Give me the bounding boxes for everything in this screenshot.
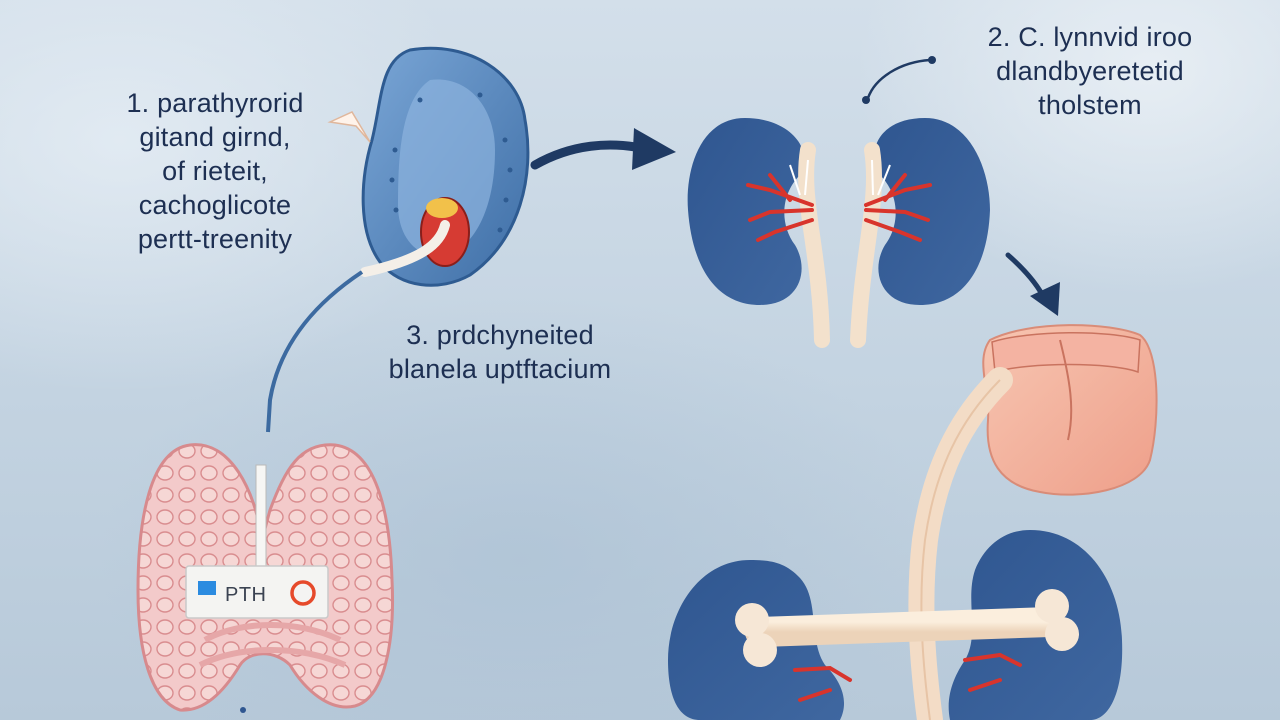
step-1-line-1: 1. parathyrorid <box>126 88 304 118</box>
step-1-line-4: cachoglicote <box>138 190 292 220</box>
step-3-label: 3. prdchyneited blanela uptftacium <box>330 318 670 386</box>
arrow-icon <box>530 128 676 170</box>
pointer-icon <box>327 111 371 143</box>
step-1-line-5: pertt-treenity <box>137 224 293 254</box>
step-2-line-3: tholstem <box>1038 90 1142 120</box>
step-1-line-3: of rieteit, <box>162 156 268 186</box>
arrow-icon <box>1005 252 1060 316</box>
connector-line <box>266 270 364 433</box>
parathyroid-gland-icon <box>360 46 530 287</box>
step-2-label: 2. C. lynnvid iroo dlandbyeretetid thols… <box>950 20 1230 122</box>
intestine-icon <box>908 324 1158 720</box>
thyroid-icon <box>136 443 394 713</box>
bone-icon <box>735 589 1079 667</box>
kidney-icon <box>687 118 830 348</box>
pth-tag: PTH <box>225 584 267 606</box>
vessel-lines <box>793 652 1022 702</box>
step-2-line-1: 2. C. lynnvid iroo <box>987 22 1193 52</box>
step-1-line-2: gitand girnd, <box>139 122 291 152</box>
step-1-label: 1. parathyrorid gitand girnd, of rieteit… <box>80 86 350 256</box>
arrow-icon <box>862 56 936 104</box>
step-3-line-2: blanela uptftacium <box>388 354 612 384</box>
step-2-line-2: dlandbyeretetid <box>996 56 1184 86</box>
step-3-line-1: 3. prdchyneited <box>406 320 594 350</box>
kidney-icon <box>850 118 990 348</box>
